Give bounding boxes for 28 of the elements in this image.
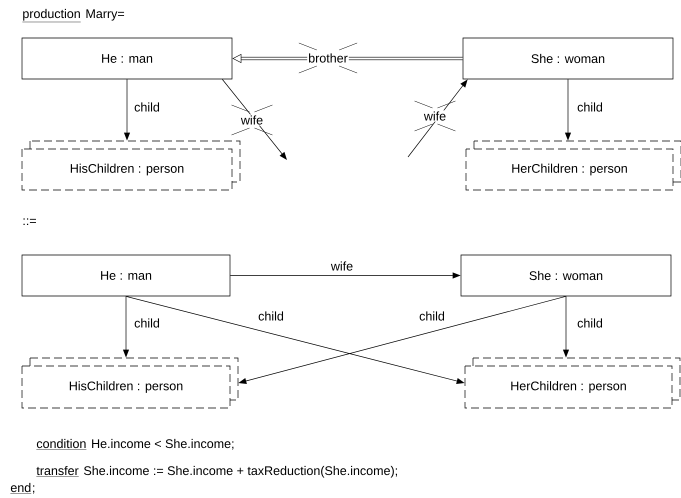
edge-label: child [133,317,161,329]
arrow [222,79,287,160]
multi-object-box: HerChildren : person [466,140,681,190]
keyword: end [10,482,32,494]
multi-object-box: HisChildren : person [22,140,240,190]
crossed-edge-label: wife [231,104,273,136]
separator: ::= [24,218,36,225]
edge-label: wife [330,260,354,272]
keyword: production [22,8,81,22]
production-name: Marry= [86,9,124,21]
edge-label: child [133,101,161,113]
object-box: He : man [22,38,232,80]
edge-label: child [576,317,604,329]
edge-label: child [576,101,604,113]
keyword: transfer [36,466,79,477]
condition-text: He.income < She.income; [92,438,234,450]
transfer-text: She.income := She.income + taxReduction(She.income); [84,466,398,478]
edge-label: child [418,310,446,322]
object-box: She : woman [460,254,672,296]
crossed-edge-label: brother [298,42,358,74]
object-box: He : man [22,254,230,296]
multi-object-box: HisChildren : person [22,358,238,408]
keyword: condition [36,438,87,450]
semicolon: ; [33,485,34,494]
edge-label: child [257,310,285,322]
object-box: She : woman [462,38,674,80]
crossed-edge-label: wife [414,100,456,132]
multi-object-box: HerChildren : person [464,358,680,408]
